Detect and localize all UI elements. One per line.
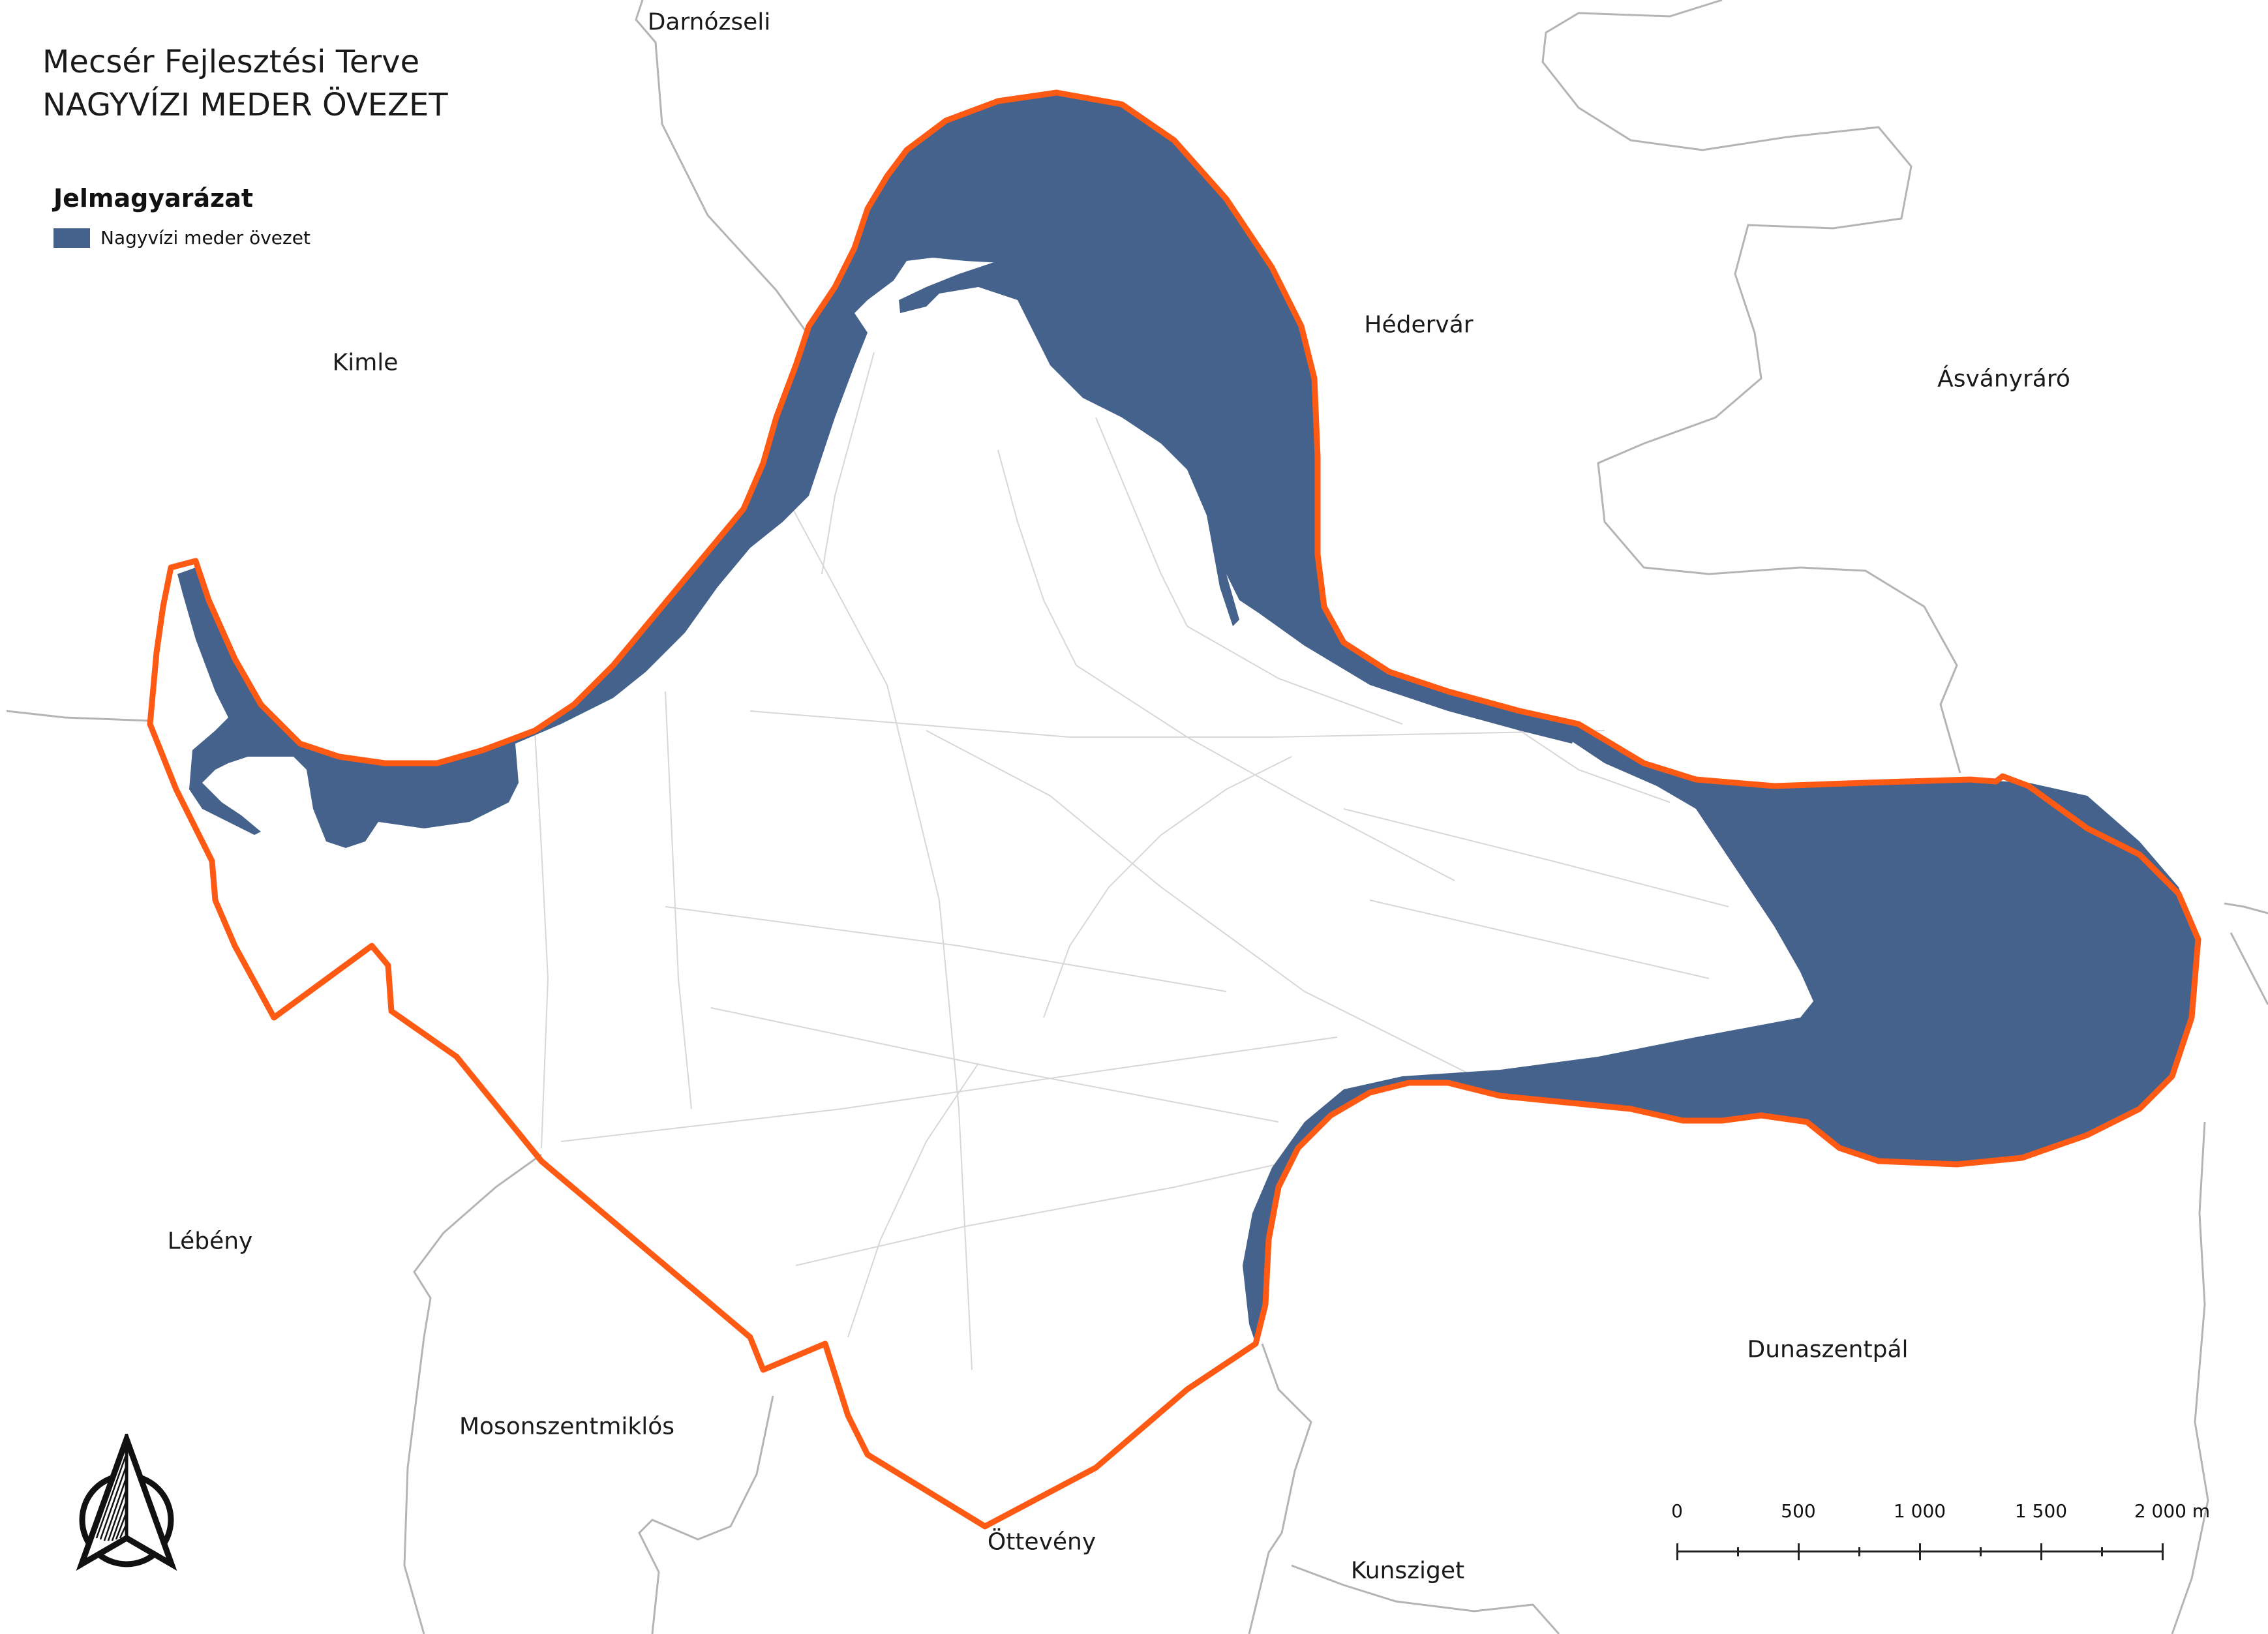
scale-label-2000: 2 000 m <box>2134 1500 2211 1522</box>
scale-label-1500: 1 500 <box>2014 1500 2068 1522</box>
floodplain-zone <box>177 93 2198 1344</box>
parcel-network <box>534 352 1729 1370</box>
place-label-ottevény: Öttevény <box>987 1528 1096 1556</box>
map-title: Mecsér Fejlesztési Terve NAGYVÍZI MEDER … <box>42 40 448 127</box>
municipal-borders <box>6 0 2268 1634</box>
place-label-mosonszentmiklos: Mosonszentmiklós <box>459 1413 675 1440</box>
title-line-1: Mecsér Fejlesztési Terve <box>42 44 420 80</box>
place-label-kunsziget: Kunsziget <box>1350 1557 1465 1584</box>
floodplain-north-arc <box>177 93 1579 848</box>
scale-tick <box>1798 1543 1800 1560</box>
place-label-lebeny: Lébény <box>167 1228 253 1255</box>
settlement-boundary <box>147 89 2201 1530</box>
scale-bar: 0 500 1 000 1 500 2 000 m <box>1657 1500 2210 1572</box>
scale-tick <box>2101 1547 2103 1556</box>
scale-tick <box>1737 1547 1739 1556</box>
scale-tick <box>1980 1547 1982 1556</box>
legend-item-label: Nagyvízi meder övezet <box>100 227 310 249</box>
scale-label-0: 0 <box>1671 1500 1683 1522</box>
place-label-hedervar: Hédervár <box>1364 311 1474 339</box>
place-label-kimle: Kimle <box>332 349 399 376</box>
north-arrow-icon <box>76 1434 177 1571</box>
legend: Jelmagyarázat Nagyvízi meder övezet <box>53 184 310 249</box>
scale-tick <box>1858 1547 1860 1556</box>
place-label-dunaszentpal: Dunaszentpál <box>1747 1336 1909 1363</box>
scale-tick <box>1676 1543 1678 1560</box>
floodplain-east-lobe <box>1243 724 2198 1344</box>
scale-tick <box>2162 1543 2164 1560</box>
place-label-asvanyraro: Ásványráró <box>1937 365 2070 393</box>
legend-item: Nagyvízi meder övezet <box>53 227 310 249</box>
scale-tick <box>2040 1543 2042 1560</box>
title-line-2: NAGYVÍZI MEDER ÖVEZET <box>42 87 448 123</box>
legend-swatch <box>53 228 90 248</box>
legend-title: Jelmagyarázat <box>53 184 254 213</box>
place-label-darnozseli: Darnózseli <box>647 8 771 36</box>
scale-label-1000: 1 000 <box>1893 1500 1946 1522</box>
scale-tick <box>1919 1543 1921 1560</box>
scale-label-500: 500 <box>1781 1500 1816 1522</box>
